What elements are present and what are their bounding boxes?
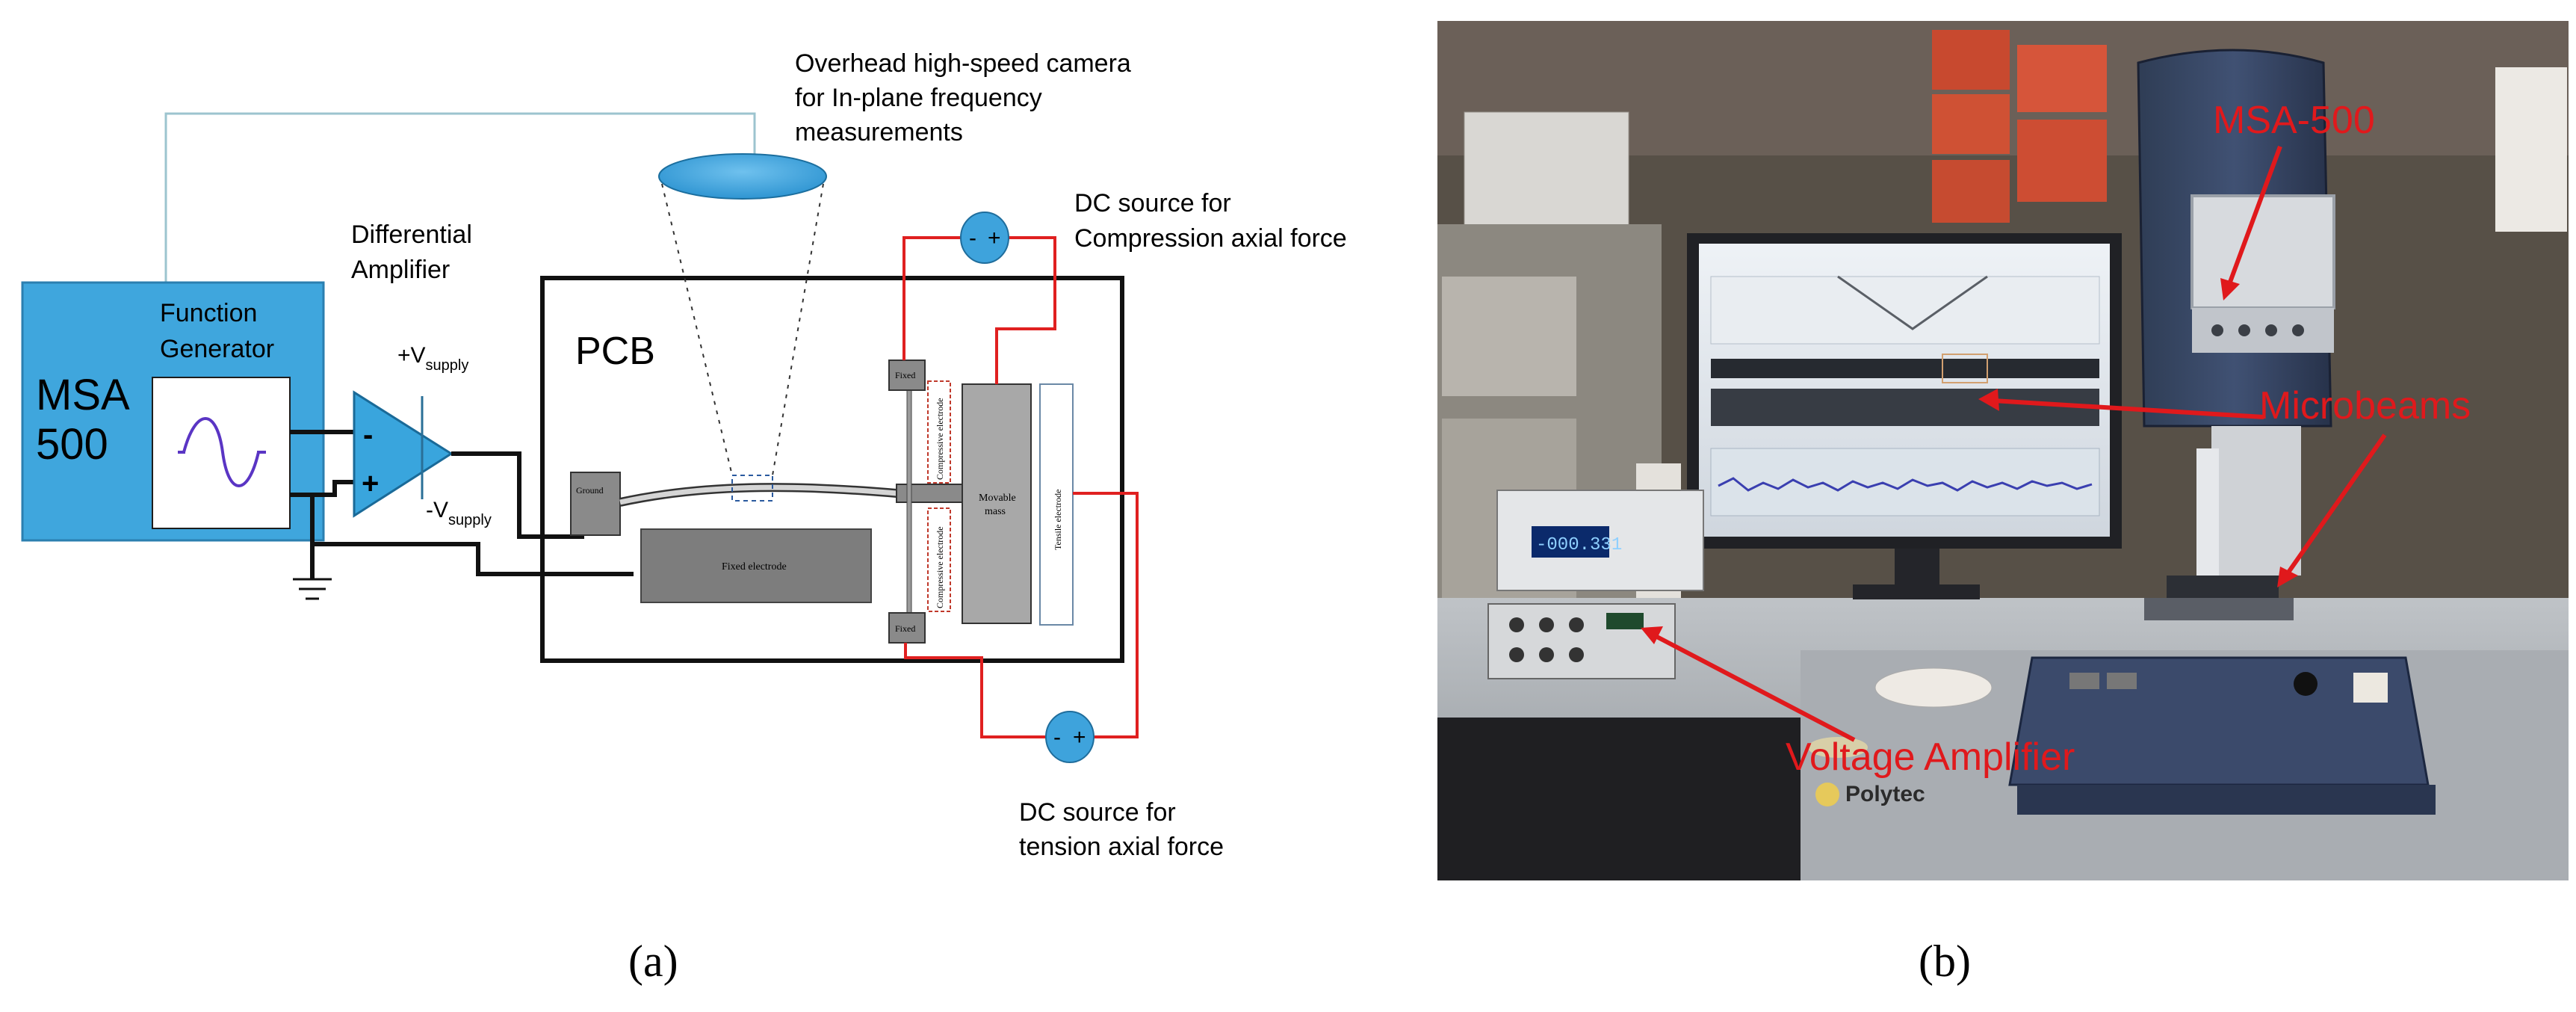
- movable-frame-bar: [906, 379, 912, 624]
- dc-source-compression: [960, 212, 1009, 264]
- dc-source-tension: [1045, 711, 1095, 763]
- label-microbeams: Microbeams: [2259, 384, 2471, 428]
- brand-polytec: Polytec: [1845, 782, 1925, 806]
- differential-amplifier-triangle: [353, 390, 453, 518]
- multimeter-readout: -000.331: [1536, 535, 1622, 555]
- beam-roi-box: [731, 475, 773, 502]
- amplifier-output-wire: [451, 451, 584, 539]
- camera-label-line1: Overhead high-speed camera: [795, 49, 1131, 78]
- ground-pad-label: Ground: [576, 485, 604, 496]
- panel-a-caption: (a): [628, 937, 678, 986]
- msa500-label-line1: MSA: [36, 371, 130, 419]
- pcb-board: [540, 276, 1124, 663]
- fixed-electrode: [640, 528, 872, 603]
- compressive-electrode-bottom: [927, 507, 951, 612]
- tension-wire-left: [904, 643, 1046, 738]
- camera-label-line2: for In-plane frequency: [795, 84, 1042, 112]
- differential-amplifier-label-line2: Amplifier: [351, 256, 450, 284]
- msa500-screen: [2190, 194, 2335, 309]
- differential-amplifier-label-line1: Differential: [351, 220, 472, 249]
- fixed-pad-bottom-label: Fixed: [895, 623, 915, 634]
- arrow-msa500: [2227, 145, 2282, 286]
- label-voltage-amplifier: Voltage Amplifier: [1786, 735, 2075, 779]
- function-generator-label-line1: Function: [160, 299, 257, 327]
- fixed-electrode-wire: [312, 542, 634, 576]
- arrow-microbeams-stage: [2284, 434, 2387, 577]
- amplifier-minus-input: -: [363, 419, 373, 451]
- camera-trigger-wire: [164, 112, 756, 283]
- vsupply-negative-label: -Vsupply: [426, 498, 492, 528]
- dc-tension-label-line2: tension axial force: [1019, 833, 1224, 861]
- vsupply-positive-label: +Vsupply: [397, 343, 468, 374]
- voltage-amplifier-device: [1487, 603, 1676, 679]
- multimeter-display: [1532, 526, 1609, 558]
- fixed-pad-bottom: [888, 612, 926, 644]
- movable-mass-label-line1: Movable: [979, 493, 1016, 504]
- panel-a-schematic: MSA 500 Function Generator Differential …: [21, 49, 1347, 986]
- compressive-electrode-top: [927, 380, 951, 484]
- arrow-voltage-amplifier: [1653, 633, 1856, 742]
- panel-b-caption: (b): [1919, 937, 1971, 986]
- camera-label-line3: measurements: [795, 118, 963, 146]
- compression-wire-right: [995, 236, 1056, 384]
- tensile-electrode-label: Tensile electrode: [1053, 490, 1063, 550]
- dc-source-compression-minus: -: [969, 226, 976, 250]
- function-generator-display: [152, 377, 291, 529]
- tensile-electrode: [1039, 383, 1074, 626]
- compression-wire-left: [902, 236, 961, 360]
- ground-pad: [570, 472, 621, 536]
- beam-anchor: [896, 484, 963, 503]
- compressive-electrode-bottom-label: Compressive electrode: [935, 526, 945, 608]
- fixed-pad-top-label: Fixed: [895, 370, 915, 380]
- camera-view-cone-right: [772, 183, 824, 476]
- dc-source-compression-plus: +: [988, 226, 1001, 250]
- dc-compression-label-line1: DC source for: [1074, 189, 1231, 217]
- camera-view-cone-left: [661, 183, 733, 476]
- movable-mass: [962, 383, 1032, 624]
- camera-lens: [658, 153, 827, 200]
- dc-source-tension-minus: -: [1053, 725, 1061, 750]
- arrow-microbeams-screen: [1993, 398, 2264, 419]
- dc-source-tension-plus: +: [1073, 725, 1086, 750]
- fixed-electrode-label: Fixed electrode: [722, 561, 787, 573]
- tension-wire-right: [1073, 492, 1139, 738]
- movable-mass-label-line2: mass: [985, 506, 1006, 517]
- dc-tension-label-line1: DC source for: [1019, 798, 1176, 827]
- function-generator-label-line2: Generator: [160, 335, 274, 363]
- label-msa500: MSA-500: [2213, 99, 2375, 142]
- dc-compression-label-line2: Compression axial force: [1074, 224, 1347, 253]
- msa500-label-line2: 500: [36, 420, 108, 469]
- ground-wire: [310, 493, 335, 579]
- compressive-electrode-top-label: Compressive electrode: [935, 398, 945, 480]
- sine-wave-icon: [182, 417, 260, 487]
- amplifier-plus-input: +: [362, 467, 379, 500]
- pcb-label: PCB: [575, 330, 655, 373]
- fixed-pad-top: [888, 360, 926, 391]
- panel-b-photo: -000.331 Polytec MSA-500: [1437, 21, 2569, 986]
